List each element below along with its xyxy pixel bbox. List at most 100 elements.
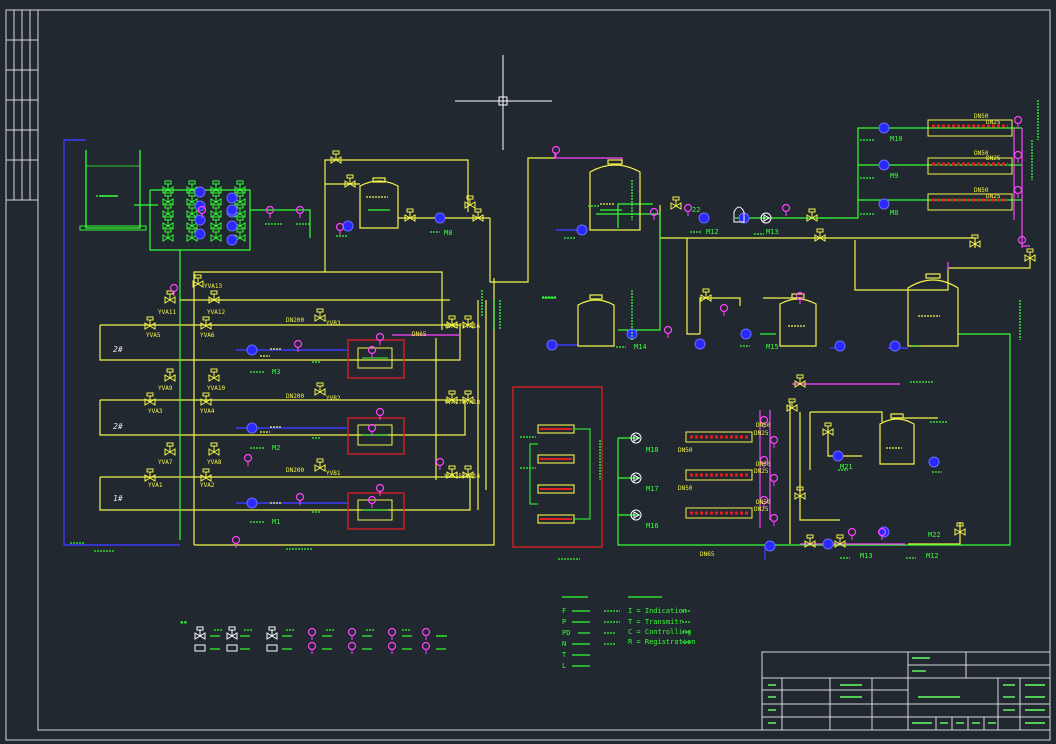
motor-label: M21 [840,463,853,471]
tank-icon [577,294,615,347]
tank-icon [907,273,959,347]
instrument-icon [719,303,729,316]
valve-icon [194,626,206,640]
valve-icon [700,288,712,302]
pipe-label: DN50 [974,187,989,194]
valve-icon [162,192,174,206]
pump-icon [226,234,238,246]
pipe-label: DN50 [974,113,989,120]
pump-icon [630,432,642,444]
instrument-icon [295,205,305,218]
valve-label: YVA10 [207,385,225,392]
annotation-mark [481,100,1039,480]
instrument-icon [1013,115,1023,128]
motor-label: M12 [706,228,719,236]
pump-icon [740,328,752,340]
pump-icon [698,212,710,224]
valve-icon [462,465,474,479]
pump-icon [342,220,354,232]
motor-label: M18 [646,446,659,454]
valve-icon [162,180,174,194]
valve-icon [144,316,156,330]
instrument-icon [1017,235,1027,248]
valve-icon [969,234,981,248]
zone-label: 2# [113,345,123,354]
valve-icon [210,180,222,194]
unreadable-annotations [70,100,1039,645]
title-block-scribble [768,657,1045,724]
legend-symbol [194,644,206,652]
pipe-label: DN25 [986,193,1001,200]
instrument-icon [367,495,377,508]
valve-label: YVA1 [148,482,163,489]
instrument-icon [795,291,805,304]
yellow-pipes [99,157,1031,546]
valve-icon [670,196,682,210]
legend-function: C = Controlling [628,628,691,636]
pump-icon [889,340,901,352]
valve-icon [446,315,458,329]
motor-label: M8 [444,229,452,237]
valve-icon [786,398,798,412]
legend-symbol [266,644,278,652]
valve-label: YVA7 [158,459,173,466]
pump-icon [246,497,258,509]
instrument-icon [335,222,345,235]
instruments [169,115,1027,548]
legend-text-marks [210,635,446,650]
valve-icon [314,308,326,322]
motor-label: M12 [926,552,939,560]
drawing-frame [5,9,1051,741]
pump-icon [878,159,890,171]
pump-icon [630,472,642,484]
pump-icon [226,192,238,204]
valve-icon [1024,248,1036,262]
tank-icon [879,413,915,465]
pump-icon [246,422,258,434]
pump-icon [546,339,558,351]
legend-letter: PD [562,629,570,637]
instrument-icon [293,339,303,352]
valve-icon [200,392,212,406]
valve-icon [822,422,834,436]
valve-label: YVA11 [158,309,176,316]
pipe-label: DN50 [756,461,771,468]
legend-letter: F [562,607,566,615]
green-pipes [134,127,1022,546]
valve-icon [794,486,806,500]
magenta-pipes [392,128,1030,545]
legend-letter: P [562,618,566,626]
valve-icon [144,392,156,406]
valve-icon [186,192,198,206]
instrument-icon [347,627,357,640]
pump-icon [194,228,206,240]
instrument-icon [375,483,385,496]
pipe-label: DN50 [756,499,771,506]
motor-label: M14 [634,343,647,351]
instrument-icon [243,453,253,466]
motor-label: M22 [928,531,941,539]
valve-label: YVA15YVA14 [444,473,481,480]
pipe-label: DN200 [286,467,304,474]
motor-label: M10 [890,135,903,143]
instrument-icon [759,415,769,428]
pump-icon [630,509,642,521]
valve-icon [446,465,458,479]
instrument-icon [649,207,659,220]
pipe-label: DN25 [754,506,769,513]
valve-icon [834,534,846,548]
instrument-icon [683,203,693,216]
instrument-icon [231,535,241,548]
legend-symbol [226,644,238,652]
instrument-icon [197,205,207,218]
valve-label: YVB2 [326,395,341,402]
legend-function: R = Registration [628,638,695,646]
instrument-icon [1013,150,1023,163]
pump-icon [694,338,706,350]
crosshair-cursor-icon[interactable] [455,55,552,150]
valve-label: YVA12 [207,309,225,316]
valve-icon [794,374,806,388]
pump-icon [194,200,206,212]
pump-icon [832,450,844,462]
